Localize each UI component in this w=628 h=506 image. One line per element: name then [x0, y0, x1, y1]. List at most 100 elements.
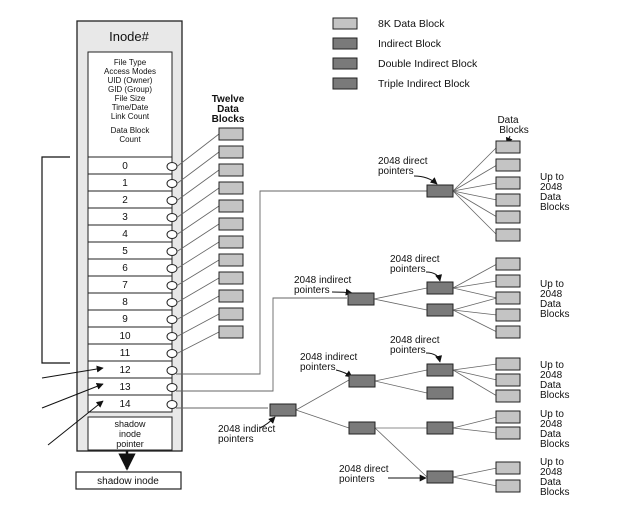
incoming-arrow: [41, 383, 104, 409]
up-to-label: Up to: [540, 360, 564, 371]
direct-pointers-label: pointers: [390, 345, 426, 356]
direct-pointer-line: [176, 151, 220, 184]
data-block: [495, 389, 521, 403]
inode-field: Access Modes: [104, 67, 156, 76]
data-block: [495, 210, 521, 224]
label-arrow: [425, 271, 443, 282]
data-block: [495, 176, 521, 190]
pointer-node: [166, 247, 178, 256]
data-block: [218, 217, 244, 231]
legend: 8K Data Block Indirect Block Double Indi…: [332, 17, 478, 90]
inode-slot-2: [87, 190, 173, 209]
fan-line: [374, 427, 428, 478]
data-blocks-heading: Data: [497, 115, 519, 126]
inode-field: Time/Date: [112, 103, 149, 112]
data-block: [218, 163, 244, 177]
pointer-node: [166, 213, 178, 222]
fan-line: [295, 379, 350, 411]
data-block: [495, 479, 521, 493]
inode-header-box: [87, 51, 173, 158]
inode-slot-9: [87, 309, 173, 328]
data-block: [218, 181, 244, 195]
up-to-label: Up to: [540, 457, 564, 468]
direct-pointer-line: [176, 313, 220, 337]
up-to-label: Blocks: [540, 309, 569, 320]
up-to-label: Data: [540, 429, 562, 440]
pointer-node: [166, 332, 178, 341]
data-block: [495, 461, 521, 475]
direct-pointers-label: 2048 direct: [378, 156, 428, 167]
up-to-label: Data: [540, 380, 562, 391]
fan-line: [452, 427, 498, 434]
double-indirect-block: [348, 421, 376, 435]
data-block: [495, 158, 521, 172]
indirect-block: [426, 281, 454, 295]
up-to-label: Blocks: [540, 390, 569, 401]
direct-pointer-line: [176, 277, 220, 303]
data-block: [218, 307, 244, 321]
inode-field: GID (Group): [108, 85, 152, 94]
pointer-node: [166, 230, 178, 239]
indirect-pointers-label: pointers: [300, 362, 336, 373]
inode-slot-label: 10: [119, 331, 131, 342]
up-to-label: Up to: [540, 409, 564, 420]
data-blocks-heading: Blocks: [499, 125, 528, 136]
data-block: [495, 257, 521, 271]
direct-pointer-line: [176, 331, 220, 354]
pointer-node: [166, 162, 178, 171]
fan-line: [452, 363, 498, 371]
data-block: [218, 145, 244, 159]
direct-pointer-line: [176, 259, 220, 286]
incoming-arrow: [47, 400, 104, 446]
inode-slot-0: [87, 156, 173, 175]
inode-field: UID (Owner): [108, 76, 153, 85]
data-block: [218, 235, 244, 249]
incoming-arrow: [41, 365, 104, 379]
fan-line: [452, 190, 498, 218]
direct-pointers-label: 2048 direct: [390, 254, 440, 265]
inode-count-label: Count: [119, 135, 141, 144]
twelve-blocks-label: Twelve: [212, 94, 245, 105]
inode-slot-4: [87, 224, 173, 243]
data-block: [218, 325, 244, 339]
up-to-label: 2048: [540, 370, 563, 381]
legend-label: Double Indirect Block: [378, 58, 478, 70]
pointer-node: [166, 315, 178, 324]
up-to-label: 2048: [540, 182, 563, 193]
indirect-pointers-label: pointers: [294, 285, 330, 296]
inode-slot-label: 0: [122, 161, 128, 172]
fan-line: [452, 280, 498, 289]
data-block: [495, 373, 521, 387]
shadow-pointer-label: shadow: [114, 419, 146, 429]
inode-slot-label: 5: [122, 246, 128, 257]
indirect-pointers-label: 2048 indirect: [300, 352, 357, 363]
pointer-node: [166, 400, 178, 409]
legend-swatch-double-indirect-block: [332, 57, 358, 70]
double-indirect-block: [348, 374, 376, 388]
direct-pointers-label: 2048 direct: [390, 335, 440, 346]
triple-indirect-tree: 2048 indirect pointers 2048 direct point…: [218, 335, 569, 498]
fan-line: [452, 297, 498, 311]
up-to-label: Blocks: [540, 202, 569, 213]
legend-label: 8K Data Block: [378, 18, 445, 30]
shadow-inode-box: [75, 471, 182, 490]
direct-pointers-label: pointers: [390, 264, 426, 275]
up-to-label: Blocks: [540, 487, 569, 498]
pointer-node: [166, 383, 178, 392]
fan-line: [295, 409, 350, 429]
inode-slot-label: 11: [120, 348, 131, 359]
pointer-line-13: [176, 297, 347, 392]
label-arrow: [259, 416, 276, 429]
shadow-inode-label: shadow inode: [97, 476, 159, 487]
inode-slot-label: 2: [122, 195, 128, 206]
direct-blocks-bracket: [41, 156, 70, 364]
legend-swatch-indirect-block: [332, 37, 358, 50]
shadow-pointer-label: pointer: [116, 439, 144, 449]
fan-line: [452, 263, 498, 289]
data-block: [218, 253, 244, 267]
indirect-pointers-label: 2048 indirect: [294, 275, 351, 286]
direct-pointer-line: [176, 133, 220, 167]
data-block: [495, 228, 521, 242]
up-to-label: 2048: [540, 467, 563, 478]
inode-slot-label: 3: [122, 212, 128, 223]
